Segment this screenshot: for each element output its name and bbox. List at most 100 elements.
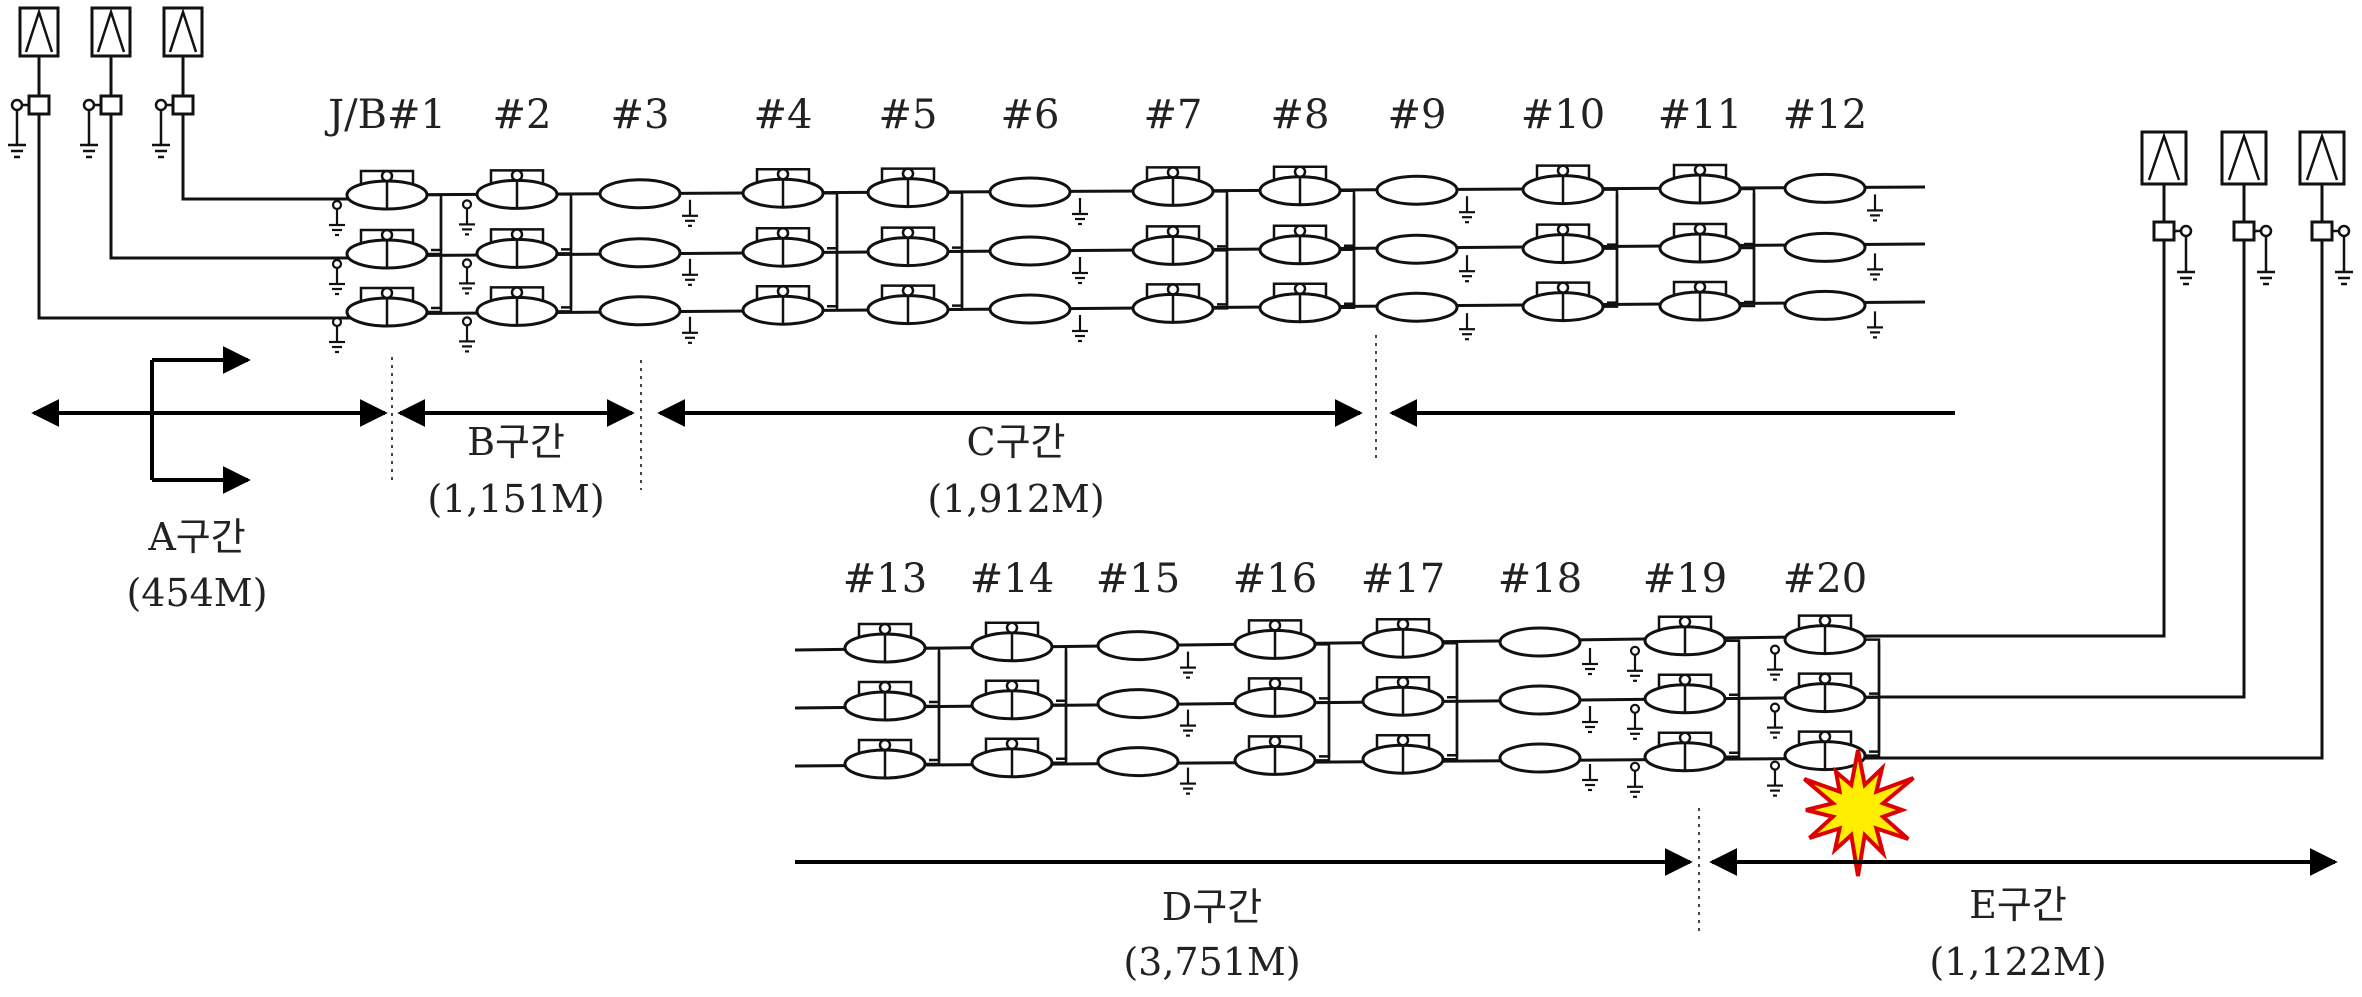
- ground-icon: [1582, 764, 1598, 792]
- fault-marker-icon: [1803, 749, 1915, 877]
- joint-label-11: #11: [1658, 92, 1742, 138]
- ground-icon: [1072, 257, 1088, 285]
- termination-right-1: [2140, 130, 2195, 286]
- ground-icon: [1180, 651, 1196, 679]
- row1-section-labels: A구간 (454M) B구간 (1,151M) C구간 (1,912M): [126, 420, 1104, 615]
- joint-sleeve: [1498, 626, 1582, 658]
- row1-section-markers: [31, 335, 1955, 494]
- joint-label-14: #14: [970, 556, 1054, 602]
- joint-sleeve: [1375, 233, 1459, 265]
- right-terminations: [2140, 130, 2353, 286]
- ground-icon: [1180, 709, 1196, 737]
- cable-joint: [1627, 615, 1741, 798]
- joint-sleeve: [1096, 746, 1180, 778]
- joint-sleeve: [1783, 289, 1867, 321]
- ground-icon: [329, 209, 345, 237]
- joint-sleeve: [1498, 742, 1582, 774]
- ground-icon: [1459, 255, 1475, 283]
- ground-icon: [1767, 769, 1783, 797]
- joint-sleeve: [1096, 630, 1180, 662]
- ground-icon: [1867, 311, 1883, 339]
- cable-joint: [1375, 174, 1475, 341]
- joint-label-19: #19: [1643, 556, 1727, 602]
- cable-joint: [970, 621, 1068, 779]
- joint-label-5: #5: [879, 92, 938, 138]
- cable-joint: [1658, 163, 1756, 322]
- cable-joint: [741, 167, 839, 326]
- joint-sleeve: [1096, 688, 1180, 720]
- ground-icon: [1767, 711, 1783, 739]
- ground-icon: [1459, 196, 1475, 224]
- section-d-name: D구간: [1162, 885, 1262, 929]
- termination-left-3: [152, 6, 204, 159]
- joint-label-3: #3: [611, 92, 670, 138]
- joint-sleeve: [598, 178, 682, 210]
- joint-label-1: J/B#1: [324, 92, 446, 138]
- joint-label-16: #16: [1233, 556, 1317, 602]
- joint-sleeve: [988, 293, 1072, 325]
- joint-label-10: #10: [1521, 92, 1605, 138]
- cable-joint: [1258, 165, 1356, 324]
- cable-joint: [329, 169, 443, 354]
- joint-sleeve: [1498, 684, 1582, 716]
- ground-icon: [1459, 313, 1475, 341]
- joint-label-12: #12: [1783, 92, 1867, 138]
- termination-right-3: [2298, 130, 2353, 286]
- joint-sleeve: [1375, 174, 1459, 206]
- section-c-name: C구간: [967, 420, 1066, 464]
- cable-joint: [1783, 172, 1883, 339]
- section-c-length: (1,912M): [927, 477, 1104, 521]
- section-b-name: B구간: [467, 420, 565, 464]
- row1-joints: [329, 163, 1883, 354]
- termination-left-2: [80, 6, 132, 159]
- ground-icon: [682, 258, 698, 286]
- cable-joint: [843, 622, 941, 780]
- ground-icon: [1582, 648, 1598, 676]
- termination-right-2: [2220, 130, 2275, 286]
- ground-icon: [1627, 770, 1643, 798]
- cable-joint: [1096, 630, 1196, 795]
- cable-joint: [1498, 626, 1598, 792]
- joint-sleeve: [598, 295, 682, 327]
- joint-sleeve: [1783, 172, 1867, 204]
- joint-label-15: #15: [1096, 556, 1180, 602]
- row2-joints: [843, 614, 1881, 798]
- joint-label-18: #18: [1498, 556, 1582, 602]
- ground-icon: [329, 268, 345, 296]
- cable-joint: [1131, 166, 1229, 324]
- cable-joint: [988, 176, 1088, 343]
- joint-sleeve: [988, 176, 1072, 208]
- section-b-length: (1,151M): [427, 477, 604, 521]
- joint-sleeve: [1375, 291, 1459, 323]
- row1-joint-labels: J/B#1 #2 #3 #4 #5 #6 #7 #8 #9 #10 #11 #1…: [324, 92, 1867, 138]
- cable-joint: [1233, 619, 1331, 776]
- right-feed-lines: [1878, 240, 2324, 760]
- joint-sleeve: [1783, 231, 1867, 263]
- cable-joint: [1361, 617, 1459, 775]
- cable-joint: [598, 178, 698, 344]
- ground-icon: [459, 325, 475, 353]
- joint-label-6: #6: [1001, 92, 1060, 138]
- section-d-length: (3,751M): [1123, 940, 1300, 984]
- joint-label-2: #2: [493, 92, 552, 138]
- joint-label-7: #7: [1144, 92, 1203, 138]
- joint-sleeve: [598, 237, 682, 269]
- ground-icon: [682, 199, 698, 227]
- ground-icon: [1627, 654, 1643, 682]
- row2-section-labels: D구간 (3,751M) E구간 (1,122M): [1123, 883, 2106, 984]
- joint-label-4: #4: [754, 92, 813, 138]
- ground-icon: [1867, 253, 1883, 281]
- joint-label-9: #9: [1388, 92, 1447, 138]
- joint-label-17: #17: [1361, 556, 1445, 602]
- section-a-length: (454M): [126, 571, 267, 615]
- ground-icon: [1767, 653, 1783, 681]
- ground-icon: [1867, 194, 1883, 222]
- ground-icon: [459, 267, 475, 295]
- joint-label-20: #20: [1783, 556, 1867, 602]
- ground-icon: [329, 326, 345, 354]
- row2-joint-labels: #13 #14 #15 #16 #17 #18 #19 #20: [843, 556, 1867, 602]
- ground-icon: [459, 208, 475, 236]
- ground-icon: [1627, 712, 1643, 740]
- section-e-length: (1,122M): [1929, 940, 2106, 984]
